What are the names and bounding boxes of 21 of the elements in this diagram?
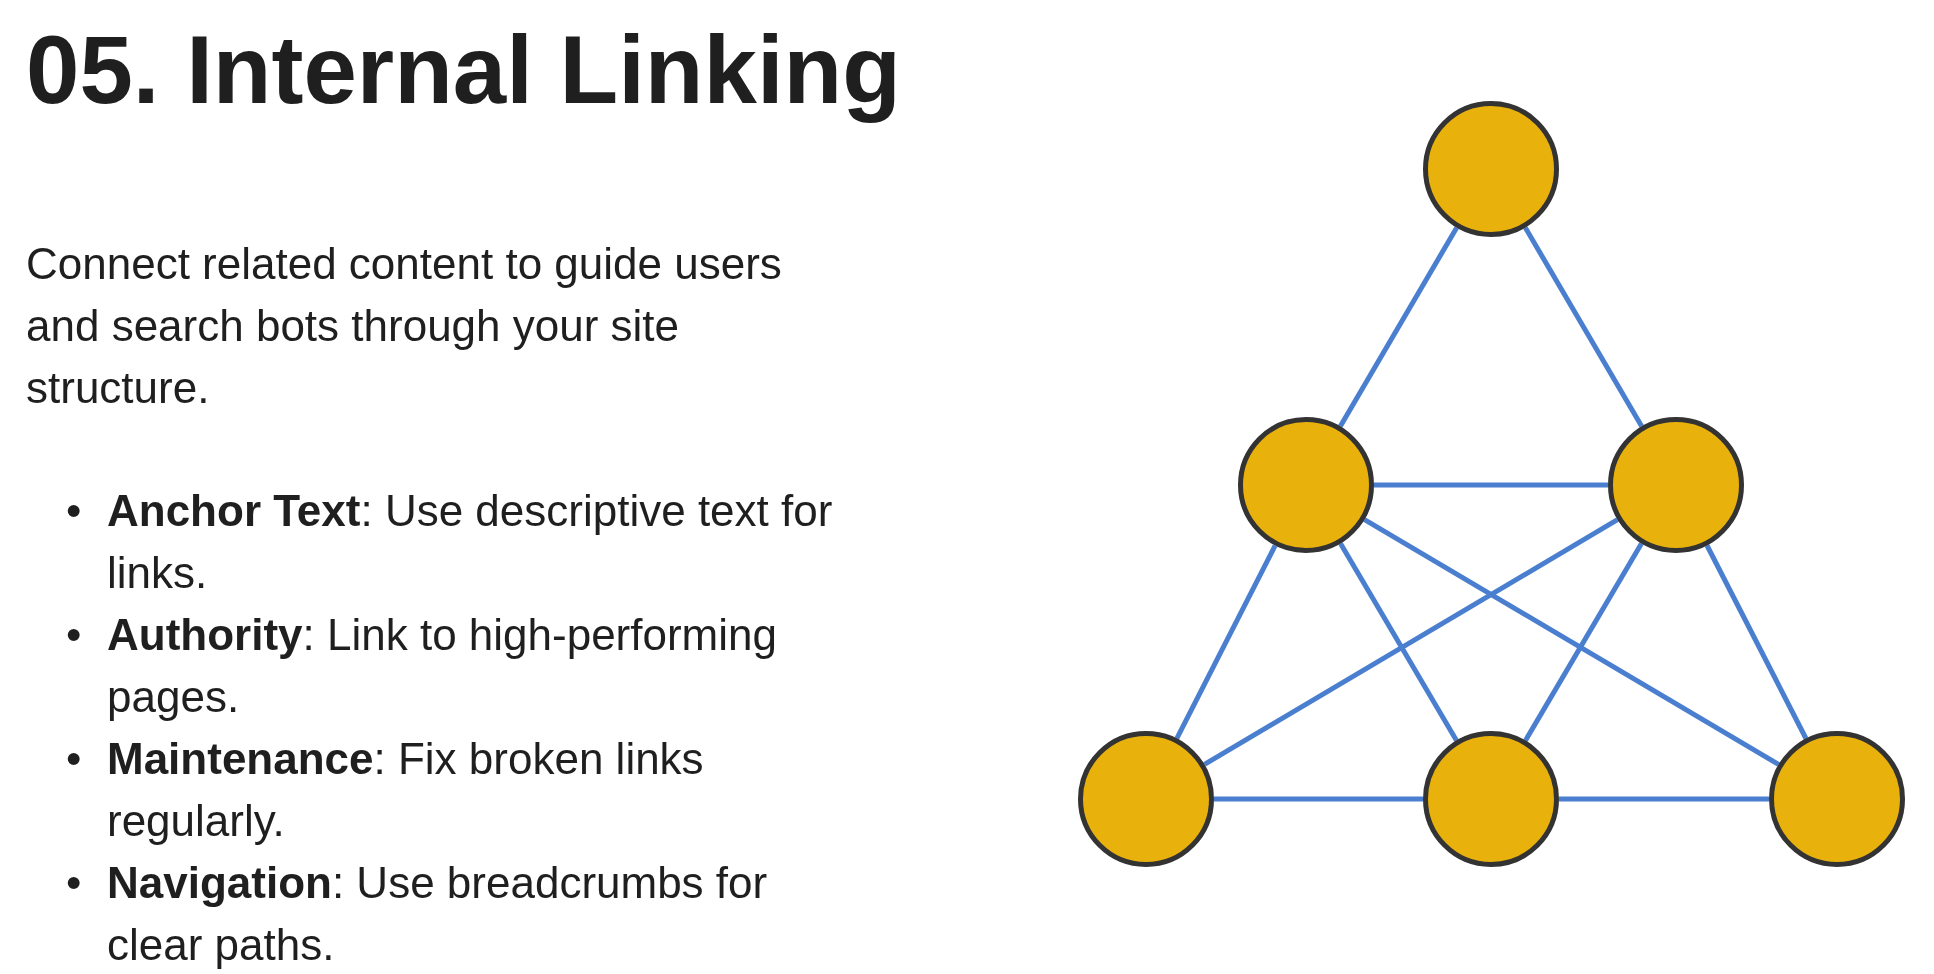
- connector-line: [1523, 226, 1644, 428]
- bullet-marker: •: [66, 857, 83, 909]
- connector-line: [1338, 226, 1459, 428]
- connector-line: [1174, 544, 1278, 740]
- bullet-marker: •: [66, 609, 83, 661]
- bullet-marker: •: [66, 733, 83, 785]
- connector-line: [1363, 517, 1780, 767]
- connector-line: [1214, 796, 1423, 802]
- bullet-item: Anchor Text: Use descriptive text for links.: [107, 485, 834, 599]
- bullet-item: Authority: Link to high-performing pages.: [107, 609, 778, 723]
- connector-line: [1203, 517, 1619, 767]
- connector-line: [1523, 542, 1644, 742]
- bullet-item: Navigation: Use breadcrumbs for clear paths.: [107, 857, 769, 971]
- connector-line: [1338, 542, 1459, 742]
- connector-line: [1559, 796, 1769, 802]
- title: 05. Internal Linking: [26, 15, 901, 125]
- bullet-item: Maintenance: Fix broken links regularly.: [107, 733, 705, 847]
- connector-line: [1704, 544, 1809, 740]
- bullet-marker: •: [66, 485, 83, 537]
- description-paragraph: Connect related content to guide users and search bots through your site structure.: [26, 238, 783, 414]
- connector-line: [1374, 482, 1608, 488]
